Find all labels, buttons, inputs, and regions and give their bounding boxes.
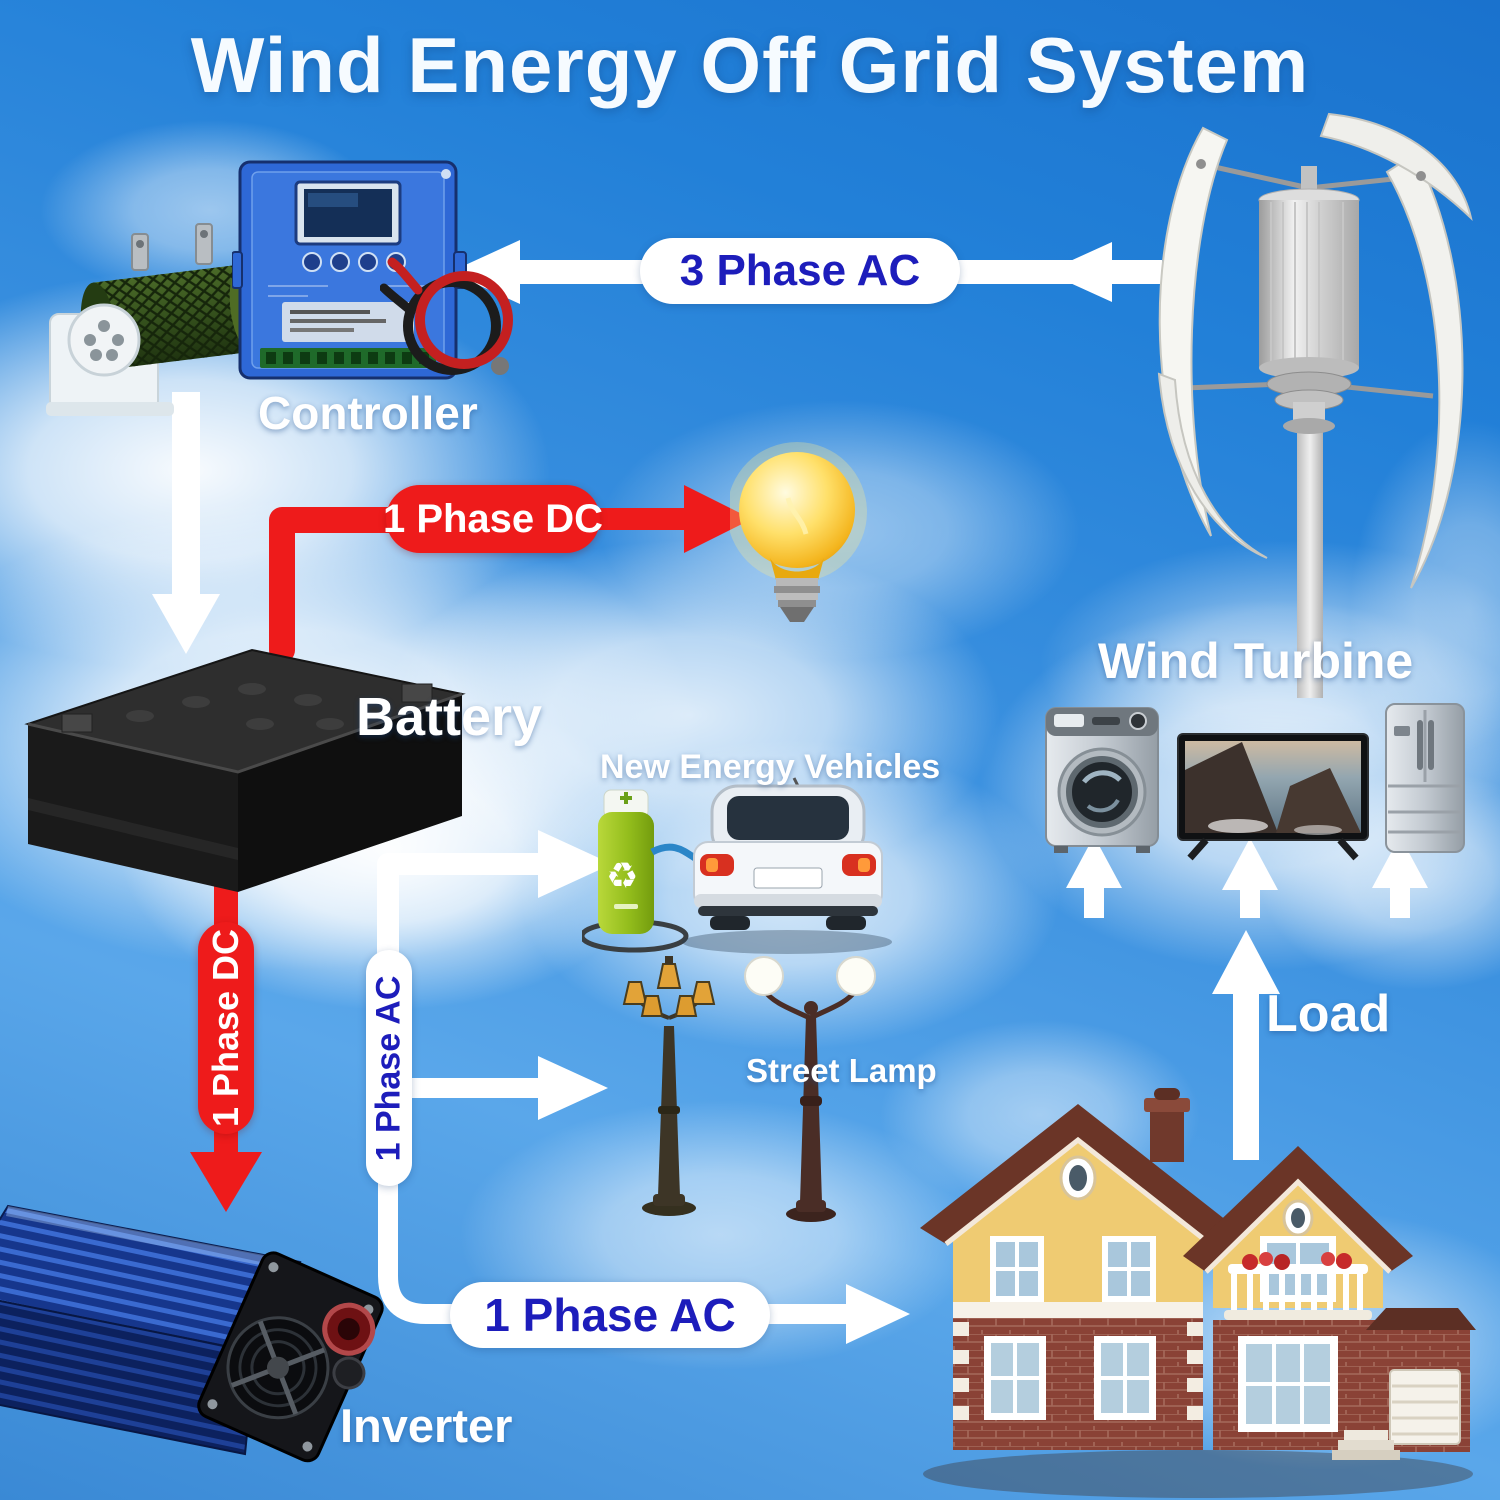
television-icon [1177, 733, 1369, 861]
refrigerator-icon [1385, 703, 1465, 853]
flow-pill-ac-from-inverter: 1 Phase AC [366, 950, 412, 1186]
new-energy-vehicle-group: ♻ [582, 777, 892, 954]
battery-icon [24, 648, 466, 892]
wind-turbine-icon [1157, 112, 1473, 698]
dump-load-resistor-icon [46, 223, 266, 416]
flow-pill-ac-from-inverter-text: 1 Phase AC [369, 975, 408, 1161]
washing-machine-icon [1045, 707, 1159, 853]
street-lamp-globe-icon [744, 956, 876, 1222]
street-lamp-label: Street Lamp [746, 1052, 937, 1089]
wire-battery-to-bulb [269, 485, 752, 663]
flow-pill-ac-to-house: 1 Phase AC [450, 1282, 770, 1348]
battery-label: Battery [356, 687, 543, 747]
ev-charging-station-icon: ♻ [582, 789, 720, 953]
load-label: Load [1266, 985, 1391, 1043]
flow-pill-dc-to-inverter-text: 1 Phase DC [205, 928, 246, 1128]
new-energy-vehicles-label: New Energy Vehicles [600, 748, 941, 786]
street-lamp-group [622, 956, 876, 1222]
page-title: Wind Energy Off Grid System [190, 21, 1310, 109]
wind-turbine-label: Wind Turbine [1098, 633, 1414, 689]
arrow-ac-to-house [768, 1284, 910, 1344]
flow-pill-3-phase-ac-text: 3 Phase AC [679, 246, 921, 295]
house-icon [920, 1088, 1476, 1498]
svg-text:♻: ♻ [606, 856, 638, 897]
flow-pill-dc-to-bulb-text: 1 Phase DC [382, 496, 604, 541]
inverter-label: Inverter [340, 1399, 513, 1452]
appliances-group [1045, 703, 1465, 861]
arrow-controller-to-battery [152, 392, 220, 654]
inverter-icon [0, 1204, 384, 1463]
wire-coil-icon [380, 257, 513, 375]
charge-controller-icon [232, 160, 467, 380]
flow-pill-ac-to-house-text: 1 Phase AC [484, 1289, 736, 1341]
electric-car-icon [682, 777, 892, 954]
wire-inverter-ac-branch [377, 830, 612, 1324]
flow-pill-3-phase-ac: 3 Phase AC [640, 238, 960, 304]
arrow-house-load [1212, 930, 1280, 1160]
arrow-3phase-to-controller [450, 240, 1162, 304]
flow-pill-dc-to-inverter: 1 Phase DC [198, 922, 254, 1134]
flow-pill-dc-to-bulb: 1 Phase DC [382, 485, 604, 553]
street-lamp-ornate-icon [622, 956, 716, 1216]
light-bulb-icon [730, 442, 867, 622]
arrows-appliances [1066, 836, 1428, 918]
controller-label: Controller [258, 387, 478, 439]
